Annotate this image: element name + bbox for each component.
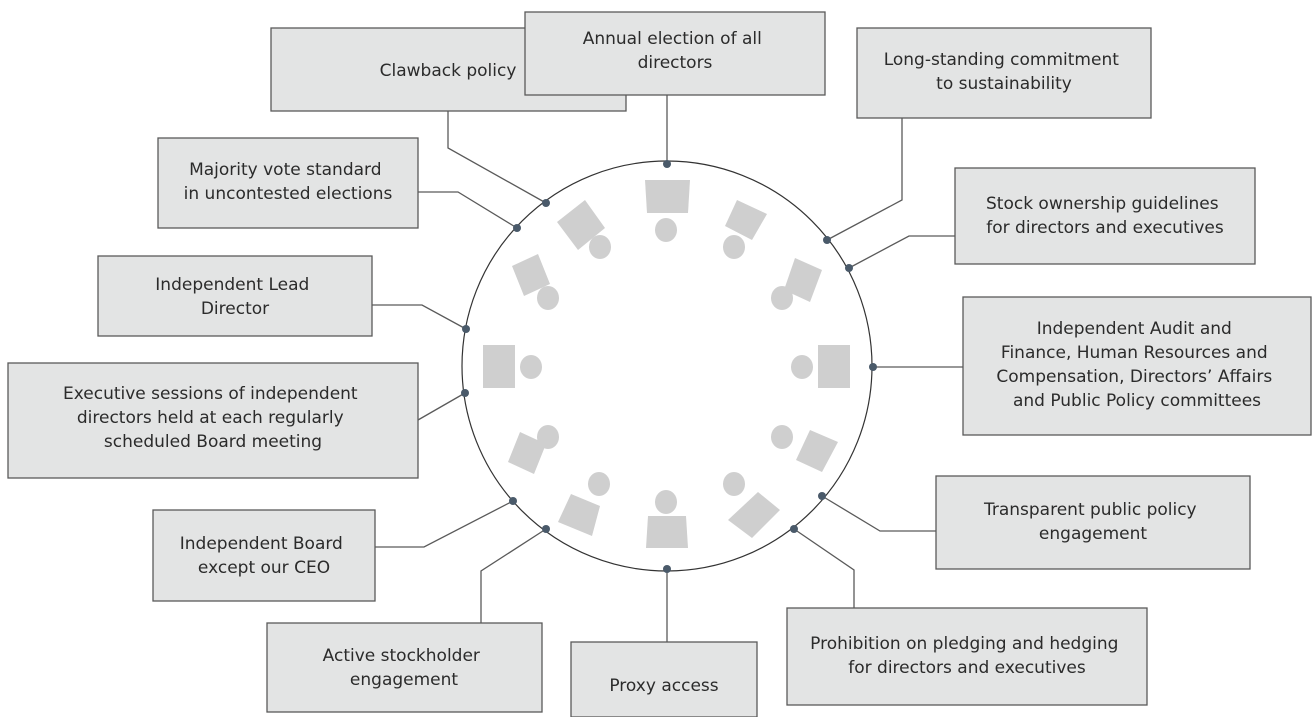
svg-text:Majority vote standard i: Majority vote standard in uncontested el… xyxy=(184,160,393,204)
seat-right-lower xyxy=(771,425,838,472)
label-line: Transparent public policy xyxy=(983,500,1197,520)
seat-bottom-left xyxy=(558,472,610,536)
dot-clawback xyxy=(542,199,550,207)
connector-independent-board xyxy=(375,500,514,548)
dot-executive-sessions xyxy=(461,389,469,397)
label-line: directors xyxy=(638,53,713,73)
label-line: scheduled Board meeting xyxy=(104,432,322,452)
label-line: for directors and executives xyxy=(848,658,1086,678)
seat-left-lower xyxy=(508,425,559,474)
label-line: Active stockholder xyxy=(323,646,480,666)
svg-text:Annual election of all d: Annual election of all directors xyxy=(583,29,768,73)
connector-clawback xyxy=(447,111,547,204)
dot-proxy-access xyxy=(663,565,671,573)
dot-stock-ownership xyxy=(845,264,853,272)
box-stockholder-engagement: Active stockholder engagement xyxy=(266,622,543,713)
box-majority-vote: Majority vote standard in uncontested el… xyxy=(157,137,419,229)
connector-executive-sessions xyxy=(417,392,466,421)
label-line: Prohibition on pledging and hedging xyxy=(810,634,1118,654)
label-line: Annual election of all xyxy=(583,29,762,49)
box-lead-director: Independent Lead Director xyxy=(97,255,373,337)
label-line: Clawback policy xyxy=(380,61,517,81)
svg-text:Proxy access: Proxy access xyxy=(609,676,718,696)
label-line: to sustainability xyxy=(936,74,1072,94)
dot-committees xyxy=(869,363,877,371)
seat-bottom xyxy=(646,490,688,548)
connector-lead-director xyxy=(372,304,467,330)
connector-pledging-hedging xyxy=(793,528,855,608)
label-line: Executive sessions of independent xyxy=(63,384,358,404)
dot-majority-vote xyxy=(513,224,521,232)
seat-top-right xyxy=(723,200,767,259)
box-stock-ownership: Stock ownership guidelines for directors… xyxy=(954,167,1256,265)
label-line: engagement xyxy=(1039,524,1147,544)
label-line: Compensation, Directors’ Affairs xyxy=(996,367,1272,387)
dot-independent-board xyxy=(509,497,517,505)
connectors xyxy=(372,95,963,642)
label-line: except our CEO xyxy=(198,558,330,578)
seat-right xyxy=(791,345,850,388)
connector-dots xyxy=(461,160,877,573)
label-line: Majority vote standard xyxy=(189,160,381,180)
box-annual-election: Annual election of all directors xyxy=(524,11,826,96)
svg-text:Independent Lead Directo: Independent Lead Director xyxy=(155,275,314,319)
label-line: Independent Audit and xyxy=(1037,319,1232,339)
seat-top xyxy=(645,180,690,242)
connector-public-policy xyxy=(821,495,936,532)
svg-text:Executive sessions of independ: Executive sessions of independent direct… xyxy=(63,384,363,452)
dot-public-policy xyxy=(818,492,826,500)
box-sustainability: Long-standing commitment to sustainabili… xyxy=(856,27,1152,119)
svg-text:Transparent public policy: Transparent public policy engagement xyxy=(983,500,1202,544)
label-line: for directors and executives xyxy=(986,218,1224,238)
connector-majority-vote xyxy=(418,191,518,229)
label-line: Long-standing commitment xyxy=(884,50,1120,70)
label-line: Independent Lead xyxy=(155,275,309,295)
dot-sustainability xyxy=(823,236,831,244)
dot-pledging-hedging xyxy=(790,525,798,533)
dot-stockholder-engagement xyxy=(542,525,550,533)
svg-text:Prohibition on pledging and he: Prohibition on pledging and hedging for … xyxy=(810,634,1124,678)
label-line: and Public Policy committees xyxy=(1013,391,1261,411)
label-line: Director xyxy=(201,299,269,319)
svg-text:Long-standing commitment: Long-standing commitment to sustainabili… xyxy=(884,50,1125,94)
connector-sustainability xyxy=(826,118,903,241)
connector-stockholder-engagement xyxy=(480,528,547,623)
label-line: Stock ownership guidelines xyxy=(986,194,1219,214)
label-line: engagement xyxy=(350,670,458,690)
svg-text:Clawback policy: Clawback policy xyxy=(380,61,517,81)
label-line: directors held at each regularly xyxy=(77,408,344,428)
svg-text:Independent Audit and Fi: Independent Audit and Finance, Human Res… xyxy=(996,319,1277,411)
seat-top-left xyxy=(557,200,611,259)
connector-stock-ownership xyxy=(848,235,955,269)
box-public-policy: Transparent public policy engagement xyxy=(935,475,1251,570)
label-line: Independent Board xyxy=(180,534,343,554)
svg-text:Active stockholder engag: Active stockholder engagement xyxy=(323,646,486,690)
label-line: Proxy access xyxy=(609,676,718,696)
board-seats xyxy=(483,180,850,548)
dot-annual-election xyxy=(663,160,671,168)
box-executive-sessions: Executive sessions of independent direct… xyxy=(7,362,419,479)
label-line: Finance, Human Resources and xyxy=(1001,343,1268,363)
box-proxy-access: Proxy access xyxy=(570,641,758,717)
box-committees: Independent Audit and Finance, Human Res… xyxy=(962,296,1312,436)
box-independent-board: Independent Board except our CEO xyxy=(152,509,376,602)
seat-left xyxy=(483,345,542,388)
seat-bottom-right xyxy=(723,472,780,538)
box-pledging-hedging: Prohibition on pledging and hedging for … xyxy=(786,607,1148,706)
dot-lead-director xyxy=(462,325,470,333)
seat-right-upper xyxy=(771,258,822,310)
svg-text:Stock ownership guidelines: Stock ownership guidelines for directors… xyxy=(986,194,1224,238)
seat-left-upper xyxy=(512,254,559,310)
label-line: in uncontested elections xyxy=(184,184,393,204)
svg-text:Independent Board except: Independent Board except our CEO xyxy=(180,534,349,578)
